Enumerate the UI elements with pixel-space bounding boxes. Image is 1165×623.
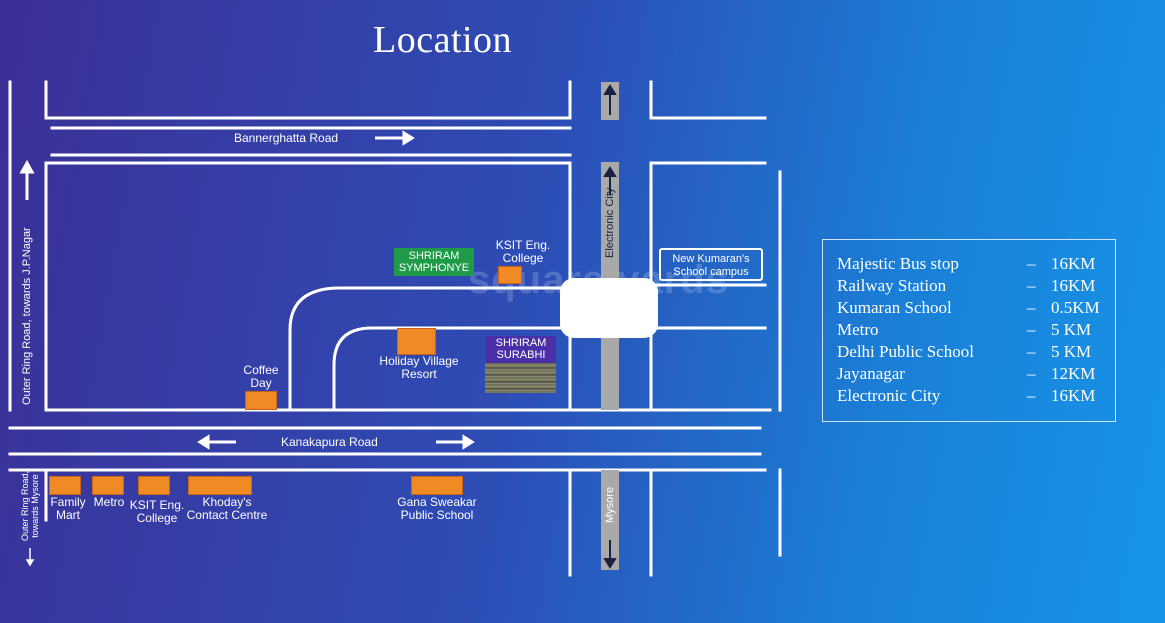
distance-separator: – (1027, 342, 1036, 361)
shriram-symphony-tag: SHRIRAM SYMPHONYE (394, 248, 474, 276)
ksit-college-bottom-label: KSIT Eng. College (129, 498, 185, 525)
distance-value: 5 KM (1051, 320, 1092, 339)
distance-panel: Majestic Bus stop – 16KM Railway Station… (822, 239, 1116, 422)
distance-row: Jayanagar – 12KM (837, 364, 1117, 386)
gana-sweakar-label: Gana Sweakar Public School (397, 495, 477, 522)
distance-row: Railway Station – 16KM (837, 276, 1117, 298)
median-segment (601, 470, 619, 570)
distance-row: Delhi Public School – 5 KM (837, 342, 1117, 364)
road-edge (649, 80, 767, 120)
shriram-surabhi-tag: SHRIRAM SURABHI (486, 336, 556, 363)
down-arrow-head (603, 558, 617, 569)
ksit-college-bottom-marker (138, 476, 170, 495)
up-arrow-head (603, 166, 617, 177)
bannerghatta-road-label: Bannerghatta Road (234, 131, 339, 145)
metro-marker (92, 476, 124, 495)
outer-ring-mysore-label: Outer Ring Road, towards Mysore (20, 470, 40, 542)
coffee-day-marker (245, 391, 277, 410)
road-edge (288, 286, 572, 412)
family-mart-marker (49, 476, 81, 495)
distance-row: Electronic City – 16KM (837, 386, 1117, 408)
distance-value: 0.5KM (1051, 298, 1100, 317)
ksit-college-top-label: KSIT Eng. College (495, 238, 551, 265)
distance-place: Jayanagar (837, 364, 905, 383)
mysore-label: Mysore (604, 486, 616, 523)
outer-ring-jp-label: Outer Ring Road, towards J.P.Nagar (21, 227, 33, 405)
distance-value: 16KM (1051, 254, 1096, 273)
khodays-label: Khoday's Contact Centre (186, 495, 268, 522)
distance-separator: – (1027, 254, 1036, 273)
up-arrow-head (19, 159, 35, 174)
new-kumarans-school-box: New Kumaran's School campus (659, 248, 763, 281)
holiday-village-label: Holiday Village Resort (379, 354, 459, 381)
distance-value: 5 KM (1051, 342, 1092, 361)
distance-row: Metro – 5 KM (837, 320, 1117, 342)
road-edge (44, 80, 572, 120)
distance-value: 12KM (1051, 364, 1096, 383)
kanakapura-road-label: Kanakapura Road (281, 435, 378, 449)
distance-row: Majestic Bus stop – 16KM (837, 254, 1117, 276)
gana-sweakar-marker (411, 476, 463, 495)
distance-value: 16KM (1051, 386, 1096, 405)
distance-separator: – (1027, 364, 1036, 383)
left-arrow-head (197, 434, 210, 450)
metro-label: Metro (93, 495, 125, 509)
holiday-village-marker (397, 328, 436, 355)
right-arrow-head (402, 130, 415, 146)
distance-row: Kumaran School – 0.5KM (837, 298, 1117, 320)
right-arrow-head (462, 434, 475, 450)
distance-place: Kumaran School (837, 298, 952, 317)
ksit-college-top-marker (498, 266, 522, 284)
khodays-marker (188, 476, 252, 495)
shriram-surabhi-building (485, 363, 556, 393)
up-arrow-head (603, 84, 617, 95)
electronic-city-label: Electronic City (604, 187, 616, 258)
down-arrow-head (25, 559, 35, 567)
distance-place: Majestic Bus stop (837, 254, 959, 273)
page-title: Location (373, 19, 513, 61)
distance-place: Railway Station (837, 276, 947, 295)
distance-place: Delhi Public School (837, 342, 974, 361)
road-edge (332, 326, 572, 412)
distance-place: Electronic City (837, 386, 941, 405)
distance-separator: – (1027, 276, 1036, 295)
distance-separator: – (1027, 298, 1036, 317)
coffee-day-label: Coffee Day (243, 363, 279, 390)
distance-place: Metro (837, 320, 879, 339)
distance-separator: – (1027, 386, 1036, 405)
distance-value: 16KM (1051, 276, 1096, 295)
junction-marker (560, 278, 658, 338)
distance-separator: – (1027, 320, 1036, 339)
family-mart-label: Family Mart (50, 495, 86, 522)
